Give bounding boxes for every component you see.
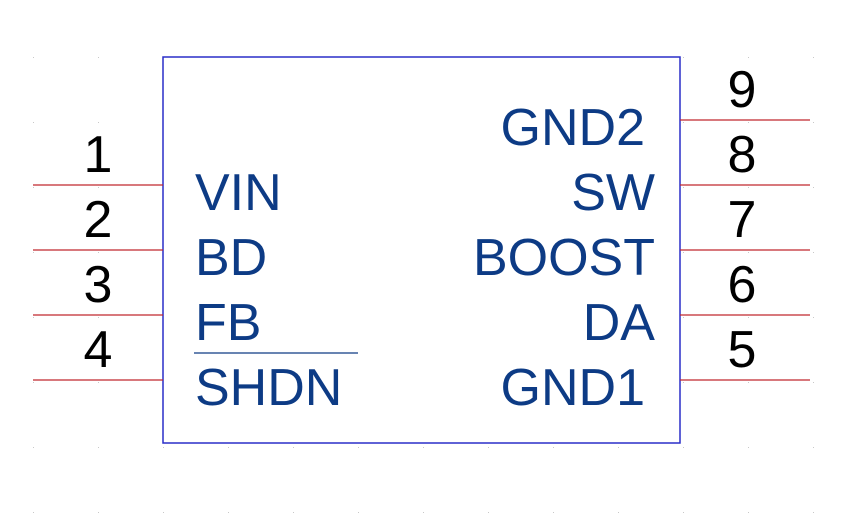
pin-2: 2 BD [33, 191, 267, 287]
pin-name-da: DA [583, 294, 656, 352]
pin-name-fb: FB [195, 294, 261, 352]
pin-8: 8 SW [571, 126, 810, 222]
pin-number-7: 7 [728, 191, 757, 249]
pin-number-3: 3 [84, 256, 113, 314]
pin-name-shdn: SHDN [195, 359, 342, 417]
pin-number-4: 4 [84, 321, 113, 379]
pin-name-bd: BD [195, 229, 267, 287]
pin-number-6: 6 [728, 256, 757, 314]
pin-5: 5 GND1 [501, 321, 810, 417]
pin-number-1: 1 [84, 126, 113, 184]
pin-name-boost: BOOST [473, 229, 655, 287]
pin-name-gnd2: GND2 [501, 99, 645, 157]
pin-number-2: 2 [84, 191, 113, 249]
pin-number-9: 9 [728, 61, 757, 119]
pin-name-vin: VIN [195, 164, 282, 222]
pin-3: 3 FB [33, 256, 261, 352]
pin-number-5: 5 [728, 321, 757, 379]
pin-9: 9 GND2 [501, 61, 810, 157]
pin-4: 4 SHDN [33, 321, 358, 417]
pin-name-sw: SW [571, 164, 655, 222]
pin-7: 7 BOOST [473, 191, 810, 287]
pin-6: 6 DA [583, 256, 810, 352]
pin-number-8: 8 [728, 126, 757, 184]
pin-name-gnd1: GND1 [501, 359, 645, 417]
pin-1: 1 VIN [33, 126, 282, 222]
